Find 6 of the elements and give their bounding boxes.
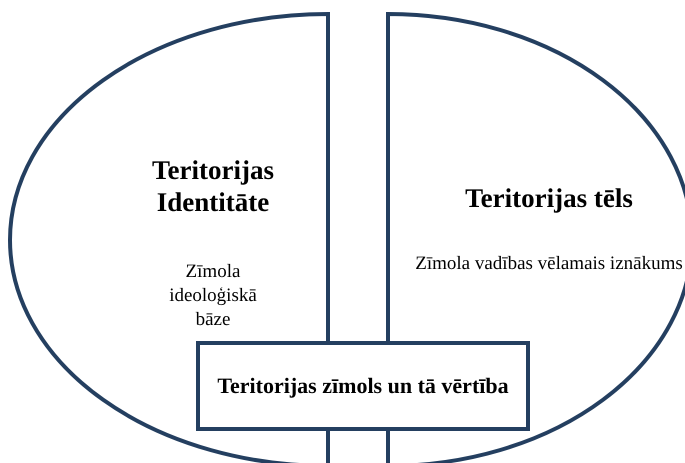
heading: Teritorijas Identitāte: [151, 154, 275, 218]
heading: Teritorijas tēls: [464, 182, 634, 214]
title-box: [196, 341, 530, 431]
description-text: Zīmola vadības vēlamais iznākums: [414, 252, 684, 276]
box-title: Teritorijas zīmols un tā vērtība: [216, 372, 510, 400]
description-text: Zīmola ideoloģiskā bāze: [168, 260, 258, 332]
